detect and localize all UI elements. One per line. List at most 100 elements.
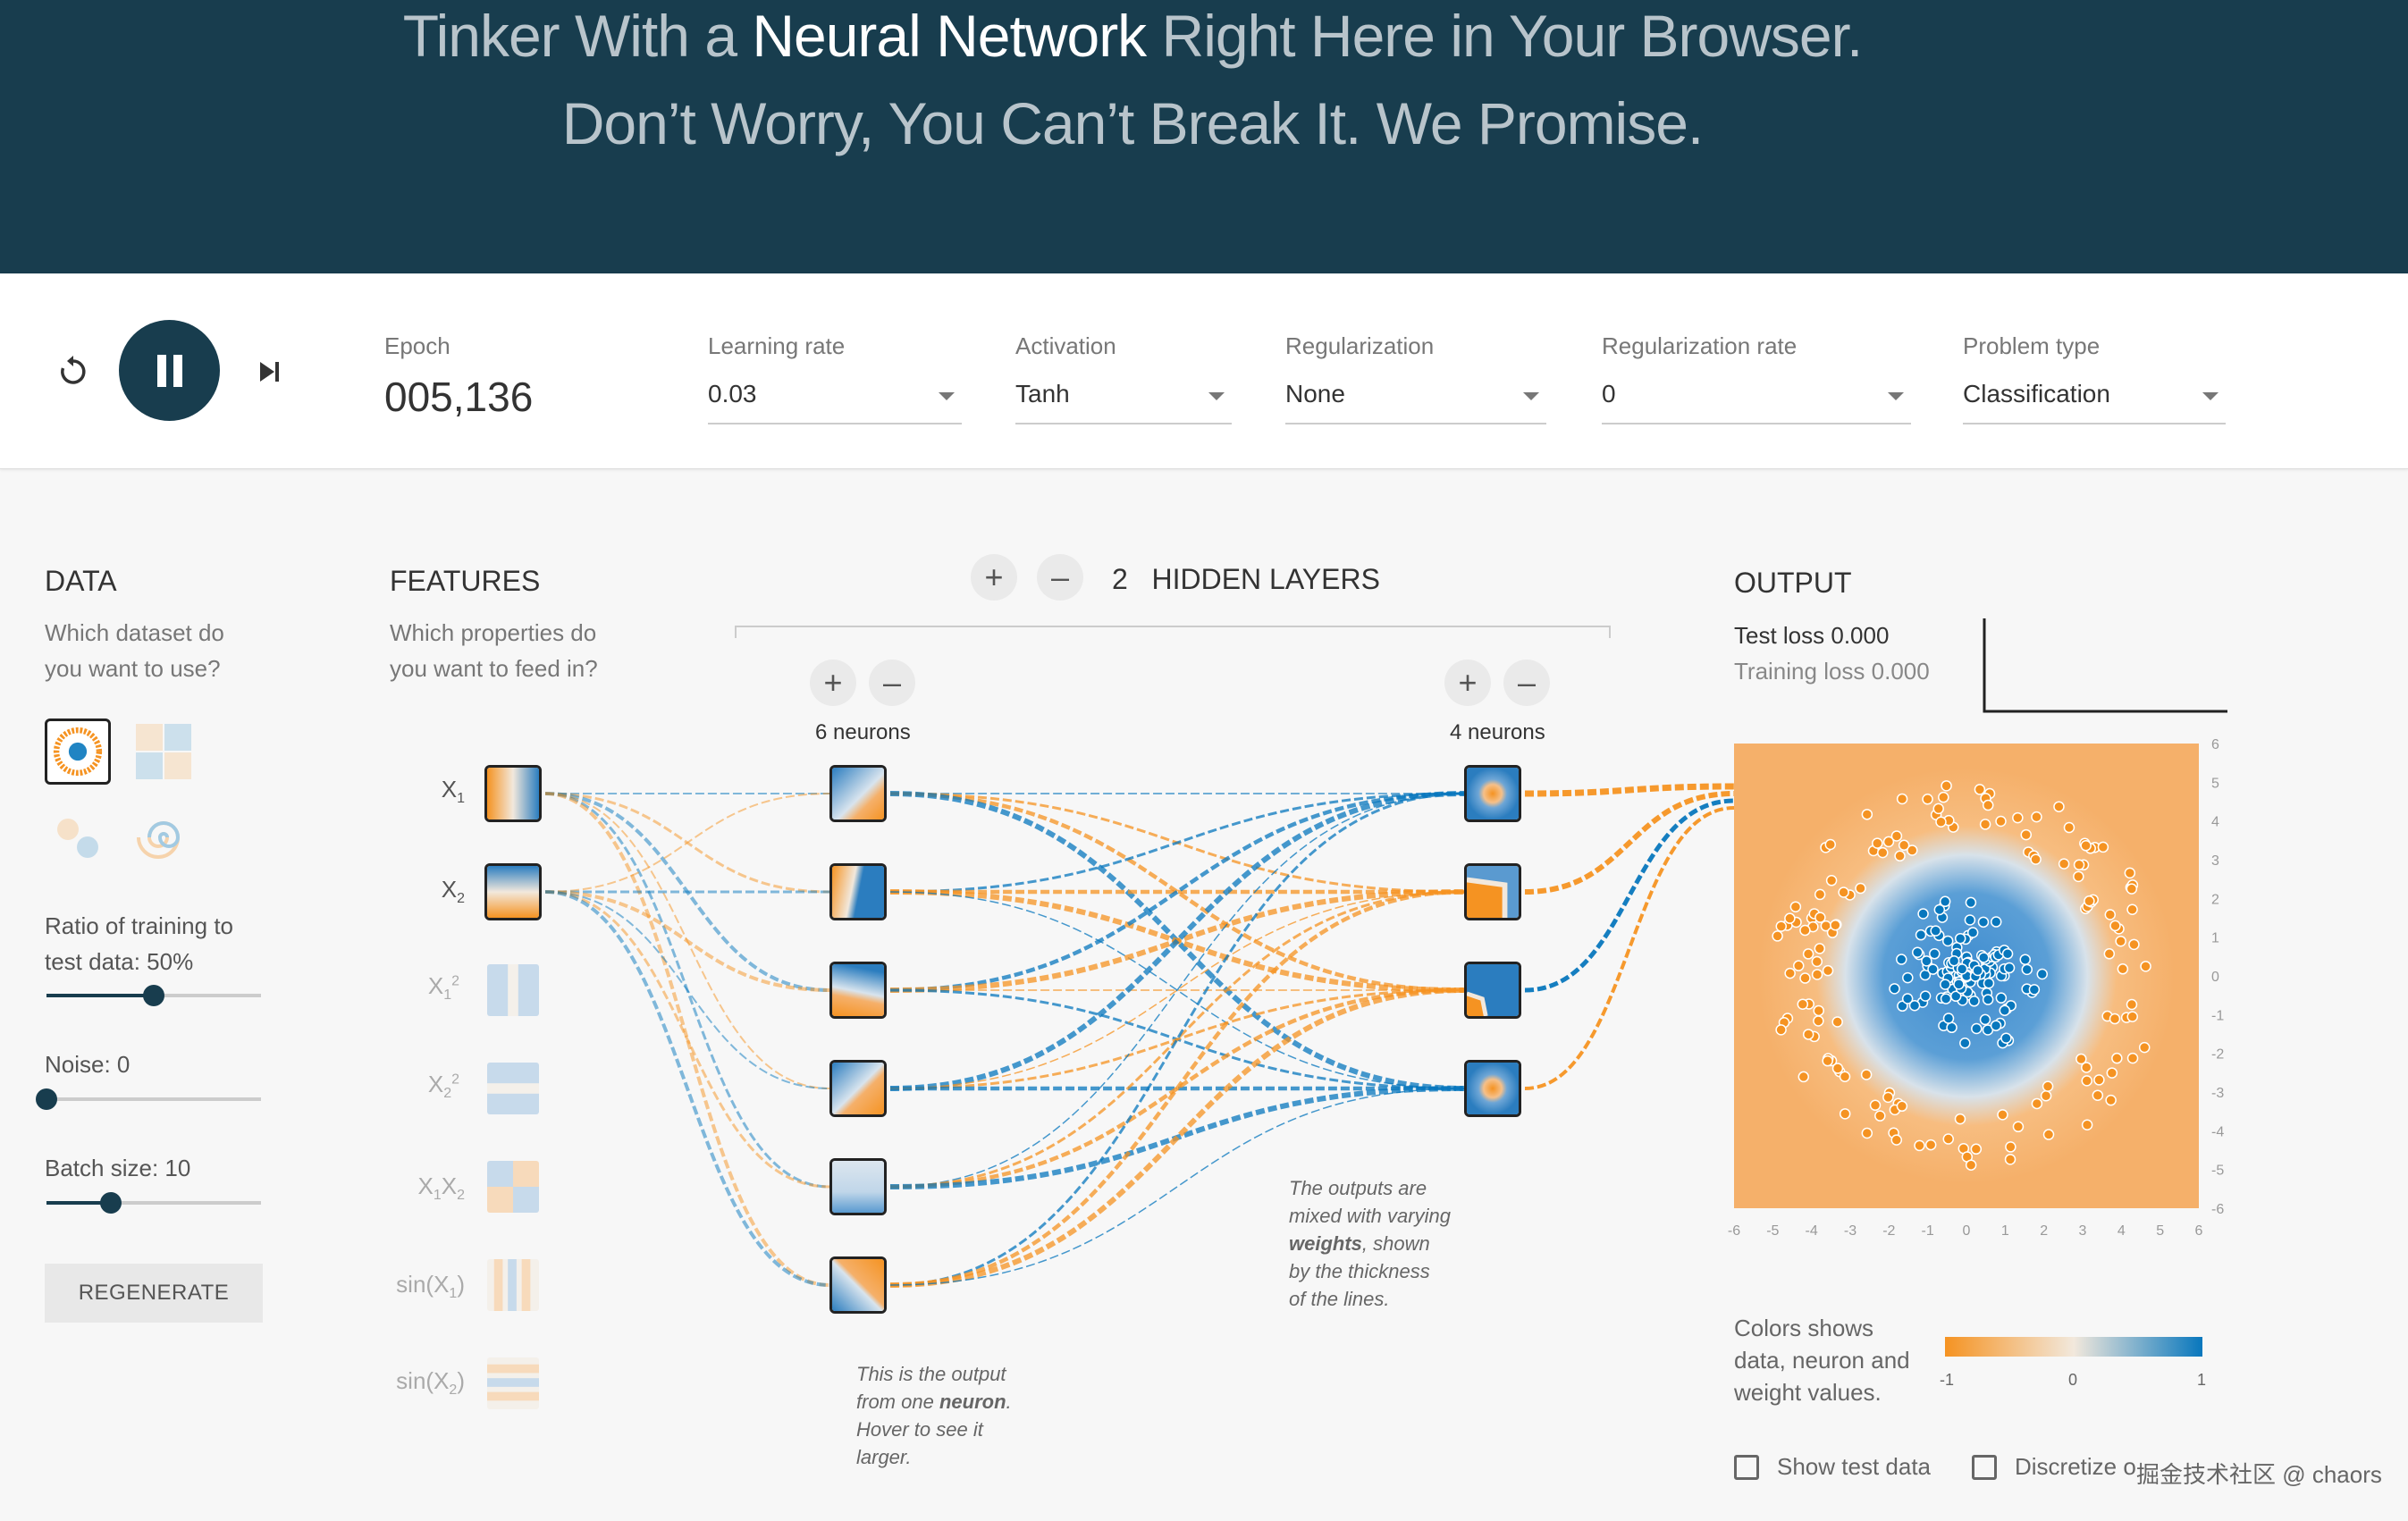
data-point [2058,858,2070,870]
regularization-rate-group: Regularization rate 0 [1602,332,1911,424]
data-point [1811,955,1823,968]
data-point [1941,935,1954,947]
color-scale-max: 1 [2197,1371,2207,1389]
data-point [1942,1133,1955,1145]
x-tick-label: 2 [2040,1223,2048,1239]
step-button[interactable] [250,352,290,391]
feature-node-x2-squared[interactable] [484,1060,542,1117]
data-point [1917,908,1929,920]
data-point [1964,914,1976,926]
data-point [1941,780,1952,792]
ratio-slider[interactable] [46,985,261,1006]
chevron-down-icon [1208,392,1225,400]
add-layer-button[interactable]: + [971,554,1017,601]
hidden-layers-bracket [735,626,1611,638]
feature-label-sin-x1: sin(X1) [396,1271,465,1302]
hidden-neuron-1-3[interactable] [829,962,887,1019]
data-point [1890,830,1903,842]
data-point [2036,968,2049,980]
hidden-neuron-2-4[interactable] [1464,1060,1521,1117]
feature-node-x1-squared[interactable] [484,962,542,1019]
regularization-select[interactable]: None [1285,380,1546,424]
add-neuron-layer2-button[interactable]: + [1444,660,1491,706]
hidden-neuron-2-3[interactable] [1464,962,1521,1019]
show-test-data-checkbox[interactable] [1734,1455,1759,1480]
remove-layer-button[interactable]: – [1037,554,1083,601]
scatter-plot [1772,780,2151,1171]
hidden-neuron-1-6[interactable] [829,1256,887,1314]
data-point [1898,839,1910,852]
data-point [1965,1159,1977,1171]
hidden-neuron-1-4[interactable] [829,1060,887,1117]
dataset-spiral[interactable] [131,804,197,870]
dataset-gaussian[interactable] [45,804,111,870]
hidden-neuron-2-1[interactable] [1464,765,1521,822]
data-point [1938,791,1949,803]
y-tick-label: -1 [2211,1008,2224,1023]
data-point [2104,909,2117,920]
reset-button[interactable] [50,349,97,395]
hidden-neuron-2-2[interactable] [1464,863,1521,920]
activation-select[interactable]: Tanh [1015,380,1232,424]
note-weights-line-3: weights, shown [1289,1232,1430,1255]
noise-slider[interactable] [36,1088,261,1110]
hidden-neuron-1-1[interactable] [829,765,887,822]
data-point [1933,903,1946,916]
data-point [1872,837,1883,849]
data-point [1861,1127,1873,1139]
data-point [1915,929,1927,941]
feature-node-x2[interactable] [484,863,542,920]
learning-rate-select[interactable]: 0.03 [708,380,962,424]
data-point [1983,977,1995,989]
add-neuron-layer1-button[interactable]: + [810,660,856,706]
data-point [1979,1013,1991,1026]
data-point [1902,971,1914,984]
hidden-neuron-1-5[interactable] [829,1158,887,1215]
data-point [1822,964,1834,977]
problem-type-label: Problem type [1963,332,2101,359]
data-point [1990,916,2002,928]
regenerate-button[interactable]: REGENERATE [45,1264,263,1323]
regularization-rate-select[interactable]: 0 [1602,380,1911,424]
hidden-layers-heading: 2 HIDDEN LAYERS [1112,563,1380,596]
data-point [1890,1134,1903,1146]
output-heatmap[interactable] [1734,744,2199,1208]
data-point [2103,948,2116,960]
remove-neuron-layer1-button[interactable]: – [869,660,915,706]
feature-node-x1x2[interactable] [484,1158,542,1215]
x-tick-label: 5 [2156,1223,2164,1239]
link-input-hidden1 [544,891,830,1089]
data-point [1907,845,1918,856]
dataset-xor[interactable] [131,718,197,785]
data-point [2128,938,2140,951]
hidden-neuron-1-2[interactable] [829,863,887,920]
data-point [2073,859,2085,870]
dataset-circle[interactable] [45,718,111,785]
data-point [1896,793,1908,805]
batch-size-slider-handle[interactable] [100,1192,122,1214]
hero-line-1: Tinker With a Neural Network Right Here … [0,2,2336,70]
feature-node-sin-x1[interactable] [484,1256,542,1314]
pause-button[interactable] [119,320,220,421]
x-tick-label: -6 [1728,1223,1740,1239]
noise-slider-handle[interactable] [36,1088,57,1110]
ratio-slider-handle[interactable] [143,985,164,1006]
remove-neuron-layer2-button[interactable]: – [1503,660,1550,706]
batch-size-label: Batch size: 10 [45,1155,191,1181]
data-point [2004,1154,2016,1165]
data-point [2031,1097,2043,1110]
data-point [1968,996,1980,1007]
data-point [1799,972,1811,984]
batch-size-slider[interactable] [46,1192,261,1214]
data-point [2081,1075,2092,1087]
feature-node-x1[interactable] [484,765,542,822]
problem-type-select[interactable]: Classification [1963,380,2226,424]
data-point [1953,979,1965,990]
colors-legend-text: Colors shows data, neuron and weight val… [1734,1312,1910,1408]
reset-icon [61,356,86,384]
link-hidden1-hidden2 [889,987,1465,1288]
data-subtitle: Which dataset do you want to use? [45,615,224,686]
discretize-checkbox[interactable] [1972,1455,1997,1480]
feature-node-sin-x2[interactable] [484,1355,542,1412]
